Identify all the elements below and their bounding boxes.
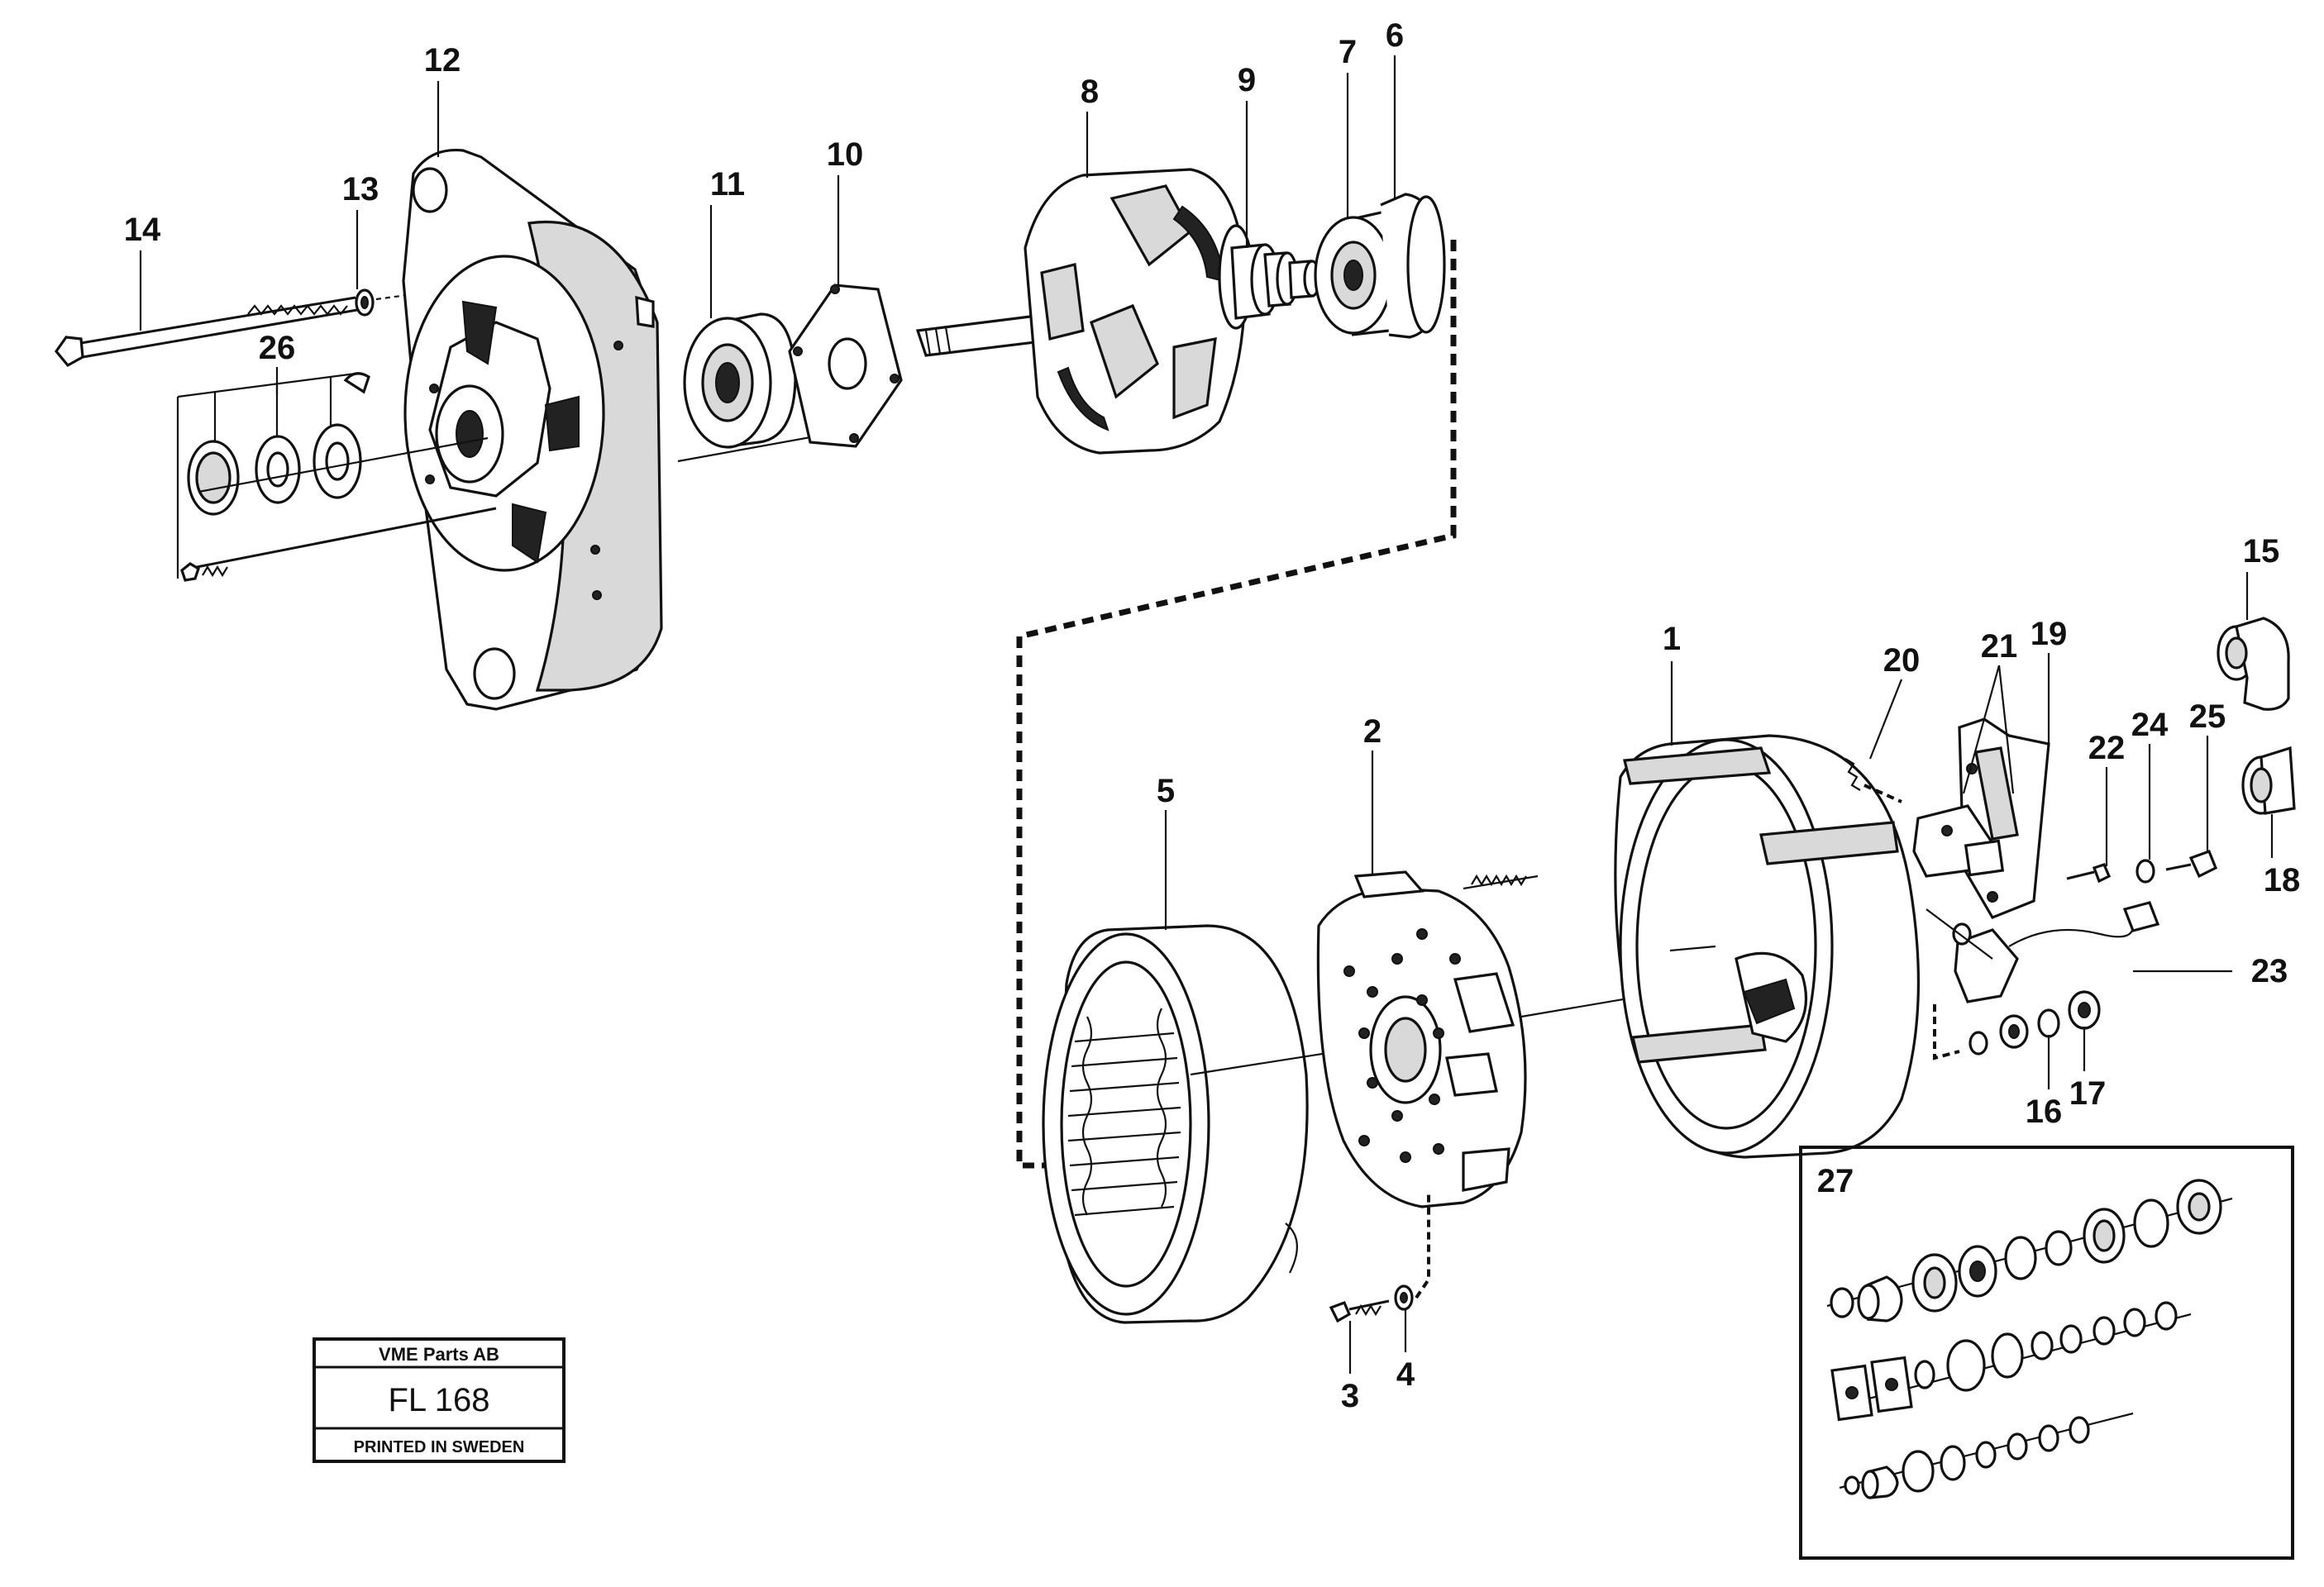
part-2-rectifier [1316,870,1539,1208]
part-24-washer [2136,859,2155,884]
part-3-screw [1329,1299,1390,1323]
callout-15: 15 [2243,533,2280,570]
part-6-bearing-sleeve [1380,193,1446,339]
callout-8: 8 [1081,74,1099,110]
part-26-fastener-set [176,372,497,582]
part-21-brush-holder-leaders [1962,665,2015,794]
part-16-washer [2037,1008,2060,1038]
callout-20: 20 [1883,642,1921,679]
part-12-drive-end-shield [402,148,663,711]
callout-17: 17 [2069,1075,2107,1112]
callout-23: 23 [2251,953,2288,989]
callout-13: 13 [342,171,379,207]
callout-19: 19 [2031,616,2068,652]
callout-22: 22 [2088,730,2126,766]
callout-16: 16 [2026,1094,2063,1130]
callout-10: 10 [827,136,864,173]
part-1-housing [1614,734,1921,1159]
part-11-bearing [683,312,797,449]
part-16-nut [1999,1014,2029,1049]
callout-3: 3 [1341,1378,1359,1414]
callout-labels: 1 2 3 4 5 6 7 8 9 10 11 12 13 14 15 16 1… [124,17,2301,1414]
callout-2: 2 [1363,713,1382,750]
callout-25: 25 [2189,698,2226,735]
callout-9: 9 [1238,62,1256,98]
title-block-stamp: VME Parts AB FL 168 PRINTED IN SWEDEN [313,1337,565,1463]
callout-4: 4 [1396,1356,1415,1393]
part-22-screw [2066,863,2112,884]
part-14-through-bolt [54,296,358,368]
part-13-washer [355,288,375,317]
callout-leader-lines [139,55,2274,1374]
callout-27: 27 [1817,1163,1854,1199]
part-20-screw [1844,758,1902,803]
callout-18: 18 [2264,862,2301,898]
callout-1: 1 [1663,621,1681,657]
part-4-washer [1394,1284,1414,1311]
callout-12: 12 [424,42,461,79]
part-25-screw [2165,849,2218,879]
callout-7: 7 [1339,34,1357,70]
stamp-code: FL 168 [388,1382,489,1418]
part-18-sleeve [2241,746,2296,815]
callout-11: 11 [710,166,745,203]
part-8-rotor [915,168,1254,455]
callout-26: 26 [259,330,296,366]
part-27-kit-box [1799,1146,2294,1560]
part-17-nut [2068,990,2101,1030]
callout-6: 6 [1386,17,1404,54]
part-19-regulator [1912,717,2050,919]
stamp-printed: PRINTED IN SWEDEN [354,1438,525,1456]
housing-leader-dashed [1933,1004,1960,1060]
part-16-17-small-washer [1968,1031,1988,1056]
callout-5: 5 [1157,773,1175,809]
stamp-company: VME Parts AB [379,1344,499,1365]
part-5-stator [1042,924,1309,1324]
rectifier-leader-dashed [1415,1190,1430,1299]
part-15-terminal-cover-elbow [2217,617,2290,711]
callout-21: 21 [1981,628,2018,665]
part-23-capacitor [1926,901,2160,1003]
callout-24: 24 [2131,707,2169,743]
callout-14: 14 [124,212,161,248]
part-10-retainer-plate [788,284,903,448]
part-9-slip-ring [1230,243,1321,320]
